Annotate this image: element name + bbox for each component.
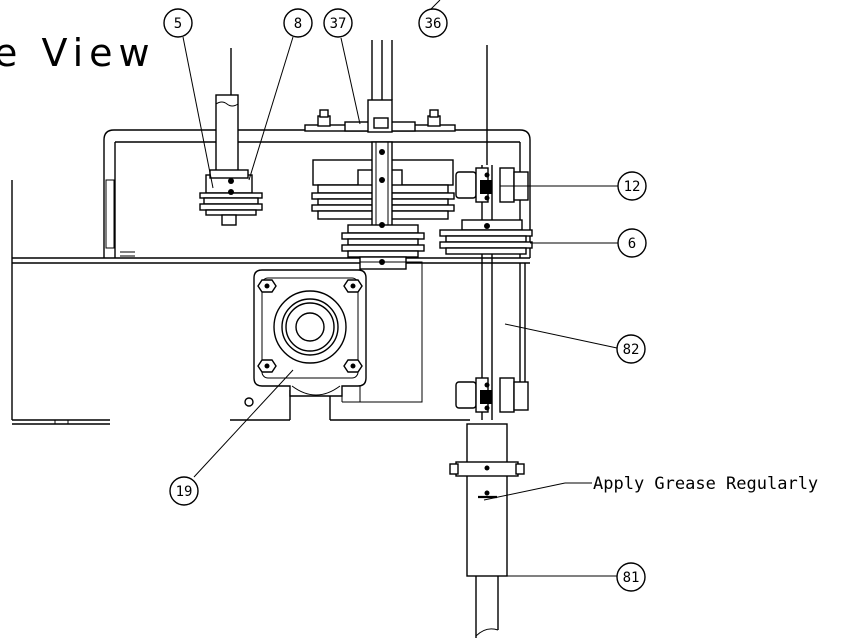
callout-8: 8 [283,8,313,38]
callout-36-label: 36 [425,16,442,32]
center-shaft-assembly [311,40,455,403]
callout-81: 81 [616,562,646,592]
callout-19: 19 [169,476,199,506]
left-shaft-assembly [199,48,263,226]
callout-81-label: 81 [623,570,640,586]
top-plate-assembly [304,99,456,133]
callout-82: 82 [616,334,646,364]
callout-12-label: 12 [624,179,641,195]
bearing-block [253,269,367,397]
view-title: e View [0,31,156,75]
callout-82-label: 82 [623,342,640,358]
callout-36: 36 [418,8,448,38]
callout-19-label: 19 [176,484,193,500]
callout-12: 12 [617,171,647,201]
callout-8-label: 8 [294,16,302,32]
callout-6-label: 6 [628,236,636,252]
grease-note: Apply Grease Regularly [593,474,818,494]
callout-5-label: 5 [174,16,182,32]
callout-5: 5 [163,8,193,38]
right-shaft-assembly [439,45,533,638]
callout-6: 6 [617,228,647,258]
callout-37-label: 37 [330,16,347,32]
leader-lines [182,0,618,577]
callout-37: 37 [323,8,353,38]
